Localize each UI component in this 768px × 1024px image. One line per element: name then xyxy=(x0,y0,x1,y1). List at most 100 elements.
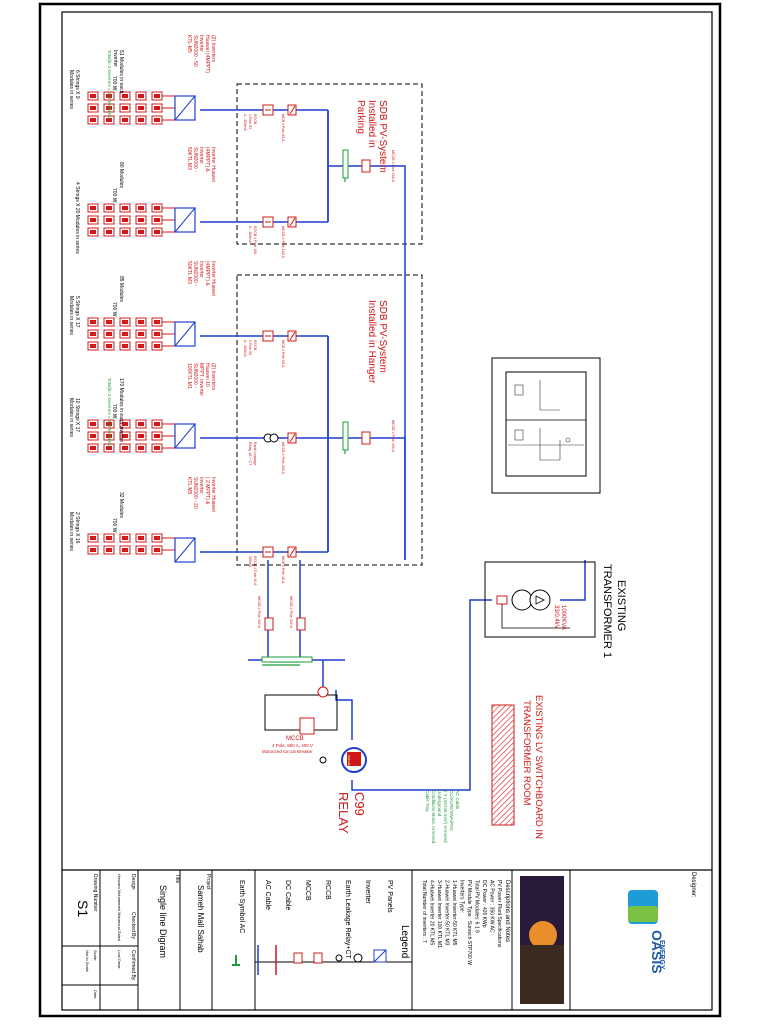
transformer-box[interactable] xyxy=(484,561,596,638)
mcb-label: MCCB 4 Pole 100 A xyxy=(281,226,285,259)
pv-panel-cell xyxy=(122,218,128,222)
inverter-label: Inverter Huawei xyxy=(210,147,216,182)
pv-panel-cell xyxy=(122,422,128,426)
legend-elr-icon xyxy=(335,954,343,962)
mcb-label: MCCB 4 Pole 200 A xyxy=(281,442,285,475)
pv-panel-cell xyxy=(90,218,96,222)
pv-panel-cell xyxy=(122,332,128,336)
pv-panel-cell xyxy=(138,446,144,450)
inverter-diagonal xyxy=(174,423,196,449)
legend-item: Earth Leakage Relay+CT xyxy=(344,880,351,960)
module-watt: 700 W xyxy=(111,76,117,91)
rccb-label: 4 Pole 63 xyxy=(248,340,252,355)
outer-border xyxy=(38,2,722,1018)
main-mccb-1[interactable] xyxy=(264,617,274,631)
rccb-label: A - 300mA xyxy=(243,340,247,357)
pv-panel-cell xyxy=(154,332,160,336)
transformer-rating: 1000KVA xyxy=(560,605,566,630)
rccb-label: RCCB xyxy=(253,340,257,351)
inverter-diagonal xyxy=(174,95,196,121)
inverter-label: Inverter Huawei xyxy=(210,261,216,296)
pv-panel-cell xyxy=(90,536,96,540)
legend-rccb-icon xyxy=(313,952,323,964)
designer-label: Designer: xyxy=(690,872,696,898)
switchboard-title: EXISTING LV SWITCHBOARD IN xyxy=(533,695,544,839)
module-total-note: Total(in 2 inverters = 102 Modules) xyxy=(107,50,112,120)
pv-panel-cell xyxy=(122,206,128,210)
notes-item: 3-Huawei Inverter 100 KTL M1 xyxy=(436,880,442,948)
energy-oasis-logo: ENERGY OASIS xyxy=(628,890,665,974)
notes-item: PV Power Plant Specifications xyxy=(496,880,502,948)
pv-panel-cell xyxy=(138,422,144,426)
c99-relay-label2: RELAY xyxy=(336,792,351,834)
earth-lines xyxy=(262,150,346,666)
pv-panel-cell xyxy=(138,434,144,438)
transformer-breaker xyxy=(496,595,508,605)
pv-panel-cell xyxy=(106,118,112,122)
inverter-label: Huawei 10 xyxy=(204,363,210,387)
mccb-parking[interactable] xyxy=(361,159,371,173)
meter-icon xyxy=(317,686,329,698)
mccb-hanger[interactable] xyxy=(361,431,371,445)
mcb-switch xyxy=(289,433,296,443)
pv-panel-cell xyxy=(90,446,96,450)
checked-label: Checked By xyxy=(130,912,136,939)
pv-panel-cell xyxy=(106,230,112,234)
pv-panel-cell xyxy=(106,94,112,98)
pv-panel-cell xyxy=(154,548,160,552)
existing-panel-outer[interactable] xyxy=(491,357,601,494)
module-watt: 700 W xyxy=(111,404,117,419)
c99-relay-label: C99 xyxy=(352,792,367,816)
string-sub: Modules in series xyxy=(68,296,74,335)
existing-lv-switchboard[interactable] xyxy=(491,704,515,826)
c99-relay-inner: C99 RELAY xyxy=(347,755,351,771)
earth-bar-main xyxy=(261,656,313,663)
inverter-label: Inverter xyxy=(198,261,204,278)
transformer-earth xyxy=(501,604,570,629)
module-count: 85 Modules xyxy=(118,276,124,302)
confirmed-label: Confirmed By xyxy=(130,950,136,981)
pv-panel-cell xyxy=(154,344,160,348)
pv-panel-cell xyxy=(90,94,96,98)
project-name: Sameh Mall Sahab xyxy=(196,885,205,953)
inverter-diagonal xyxy=(174,537,196,563)
legend-item: AC Cable xyxy=(264,880,271,910)
pv-panel-cell xyxy=(122,344,128,348)
mcb-switch xyxy=(289,217,296,227)
pv-panel-cell xyxy=(90,548,96,552)
sdb-parking-box[interactable] xyxy=(236,83,423,245)
pv-panel-cell xyxy=(154,320,160,324)
inverter-label: Inverter xyxy=(198,147,204,164)
title-value: Single line Digram xyxy=(158,885,168,958)
module-watt: 700 W xyxy=(111,302,117,317)
rccb-label: 4 Pole 63 xyxy=(248,114,252,129)
mcb-switch xyxy=(289,547,296,557)
inverter-label: Inverter xyxy=(198,35,204,52)
c99-relay-core xyxy=(347,752,361,766)
inner-border xyxy=(61,11,713,1011)
sdb-hanger-box[interactable] xyxy=(236,274,423,566)
inverter-label: ( 2 MPPT) & xyxy=(204,477,210,505)
notes-item: AC Power : 350 KW AC xyxy=(489,880,495,933)
sdb-hanger-sub: Installed in Hanger xyxy=(366,300,377,384)
main-mccb-2[interactable] xyxy=(296,617,306,631)
main-mccb-2-label: MCCB 4 Pole 200 A xyxy=(289,596,293,629)
transformer-rating2: 33/0.4kV xyxy=(553,605,559,629)
inverter-diagonal xyxy=(174,321,196,347)
notes-item: PV Module Type : Sunrech STP700 W xyxy=(466,880,472,965)
inverter-label: (4MPPT) & xyxy=(204,147,210,172)
pv-panel-cell xyxy=(106,422,112,426)
pv-panel-cell xyxy=(154,118,160,122)
string-sub: Modules in series xyxy=(68,512,74,551)
pv-panel-cell xyxy=(138,320,144,324)
pv-panel-cell xyxy=(138,332,144,336)
pv-panel-cell xyxy=(138,206,144,210)
inverter-label: Huawei (4MPPT) xyxy=(204,35,210,73)
main-mccb-1-label: MCCB 4 Pole 400 A xyxy=(257,596,261,629)
pv-panel-cell xyxy=(122,548,128,552)
module-count: 80 Modules xyxy=(118,162,124,188)
pv-panel-cell xyxy=(154,446,160,450)
pv-panel-cell xyxy=(90,106,96,110)
